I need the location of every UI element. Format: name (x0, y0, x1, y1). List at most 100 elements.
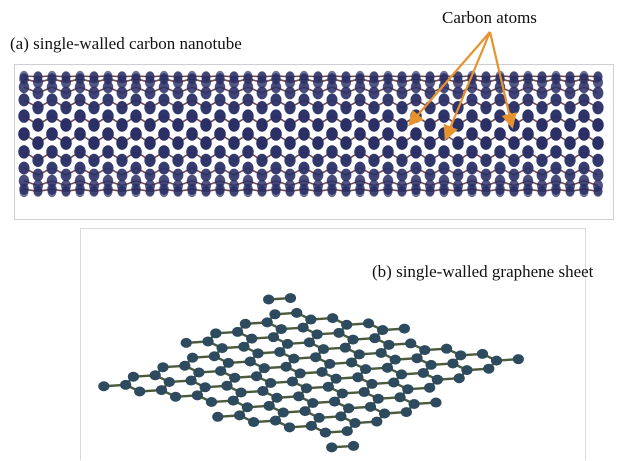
nanotube-atom (438, 109, 450, 123)
nanotube-atom (326, 109, 338, 123)
nanotube-atom (74, 93, 86, 107)
nanotube-atom (494, 174, 506, 188)
nanotube-atom (228, 168, 240, 182)
nanotube-atom (284, 136, 296, 150)
nanotube-atom (578, 145, 590, 159)
nanotube-atom (172, 76, 184, 89)
nanotube-atom (466, 145, 478, 159)
nanotube-atom (242, 80, 254, 94)
nanotube-atom (522, 80, 534, 94)
nanotube-atom (368, 179, 380, 192)
nanotube-atom (578, 80, 590, 94)
nanotube-atom (536, 153, 548, 167)
nanotube-atom (424, 168, 436, 182)
nanotube-atom (396, 153, 408, 167)
graphene-atom (169, 391, 182, 402)
nanotube-atom (466, 161, 478, 175)
nanotube-atom (522, 127, 534, 141)
nanotube-atom (88, 86, 100, 100)
nanotube-atom (158, 109, 170, 123)
nanotube-atom (102, 161, 114, 175)
nanotube-atom (32, 101, 44, 115)
nanotube-atom (326, 93, 338, 107)
graphene-atom (419, 345, 431, 356)
nanotube-atom (368, 168, 380, 182)
nanotube-atom (354, 145, 366, 159)
nanotube-atom (410, 93, 422, 107)
nanotube-atom (186, 145, 198, 159)
nanotube-atom (452, 86, 464, 100)
nanotube-atom (466, 127, 478, 141)
nanotube-atom (312, 168, 324, 182)
nanotube-atom (424, 101, 436, 115)
nanotube-atom (494, 145, 506, 159)
nanotube-atom (340, 101, 352, 115)
nanotube-atom (242, 145, 254, 159)
nanotube-atom (536, 76, 548, 89)
nanotube-atom (144, 76, 156, 89)
nanotube-atom (116, 153, 128, 167)
nanotube-atom (186, 109, 198, 123)
nanotube-atom (578, 127, 590, 141)
nanotube-atom (130, 127, 142, 141)
graphene-atom (343, 403, 355, 414)
nanotube-atom (158, 174, 170, 188)
graphene-atom (199, 382, 211, 393)
nanotube-atom (298, 80, 310, 94)
nanotube-atom (508, 179, 520, 192)
graphene-atom (293, 391, 305, 402)
nanotube-atom (284, 118, 296, 132)
nanotube-atom (144, 153, 156, 167)
graphene-atom (347, 334, 359, 345)
nanotube-atom (424, 153, 436, 167)
graphene-atom (267, 332, 280, 343)
nanotube-atom (130, 174, 142, 188)
graphene-atom (202, 336, 214, 347)
graphene-atom (283, 422, 296, 433)
graphene-atom (425, 359, 437, 370)
nanotube-atom (228, 118, 240, 132)
graphene-atom (216, 343, 228, 354)
graphene-atom (232, 326, 244, 337)
nanotube-atom (550, 109, 562, 123)
nanotube-atom (144, 101, 156, 115)
nanotube-atom (326, 161, 338, 175)
nanotube-atom (550, 127, 562, 141)
graphene-atom (317, 344, 330, 355)
nanotube-atom (312, 118, 324, 132)
nanotube-atom (396, 179, 408, 192)
nanotube-atom (228, 153, 240, 167)
nanotube-atom (550, 161, 562, 175)
nanotube-atom (116, 76, 128, 89)
graphene-atom (246, 333, 258, 344)
graphene-atom (405, 338, 417, 349)
nanotube-atom (536, 168, 548, 182)
nanotube-atom (228, 86, 240, 100)
nanotube-atom (340, 76, 352, 89)
graphene-atom (252, 348, 264, 359)
graphene-atom (286, 376, 299, 387)
nanotube-atom (200, 76, 212, 89)
graphene-atom (431, 374, 443, 385)
graphene-atom (269, 415, 282, 426)
graphene-atom (221, 380, 233, 391)
nanotube-atom (200, 136, 212, 150)
nanotube-atom (102, 127, 114, 141)
graphene-atom (210, 328, 222, 339)
nanotube-atom (508, 153, 520, 167)
graphene-atom (271, 392, 283, 403)
graphene-atom (335, 411, 347, 422)
graphene-atom (208, 351, 220, 362)
arrow-to-carbon-atom (407, 31, 491, 127)
nanotube-atom (424, 76, 436, 89)
graphene-atom (277, 407, 289, 418)
nanotube-atom (536, 101, 548, 115)
graphene-atom (408, 398, 420, 409)
nanotube-atom (578, 161, 590, 175)
nanotube-atom (536, 118, 548, 132)
graphene-atom (411, 353, 423, 364)
graphene-atom (512, 354, 524, 365)
nanotube-atom (536, 179, 548, 192)
nanotube-atom (564, 101, 576, 115)
